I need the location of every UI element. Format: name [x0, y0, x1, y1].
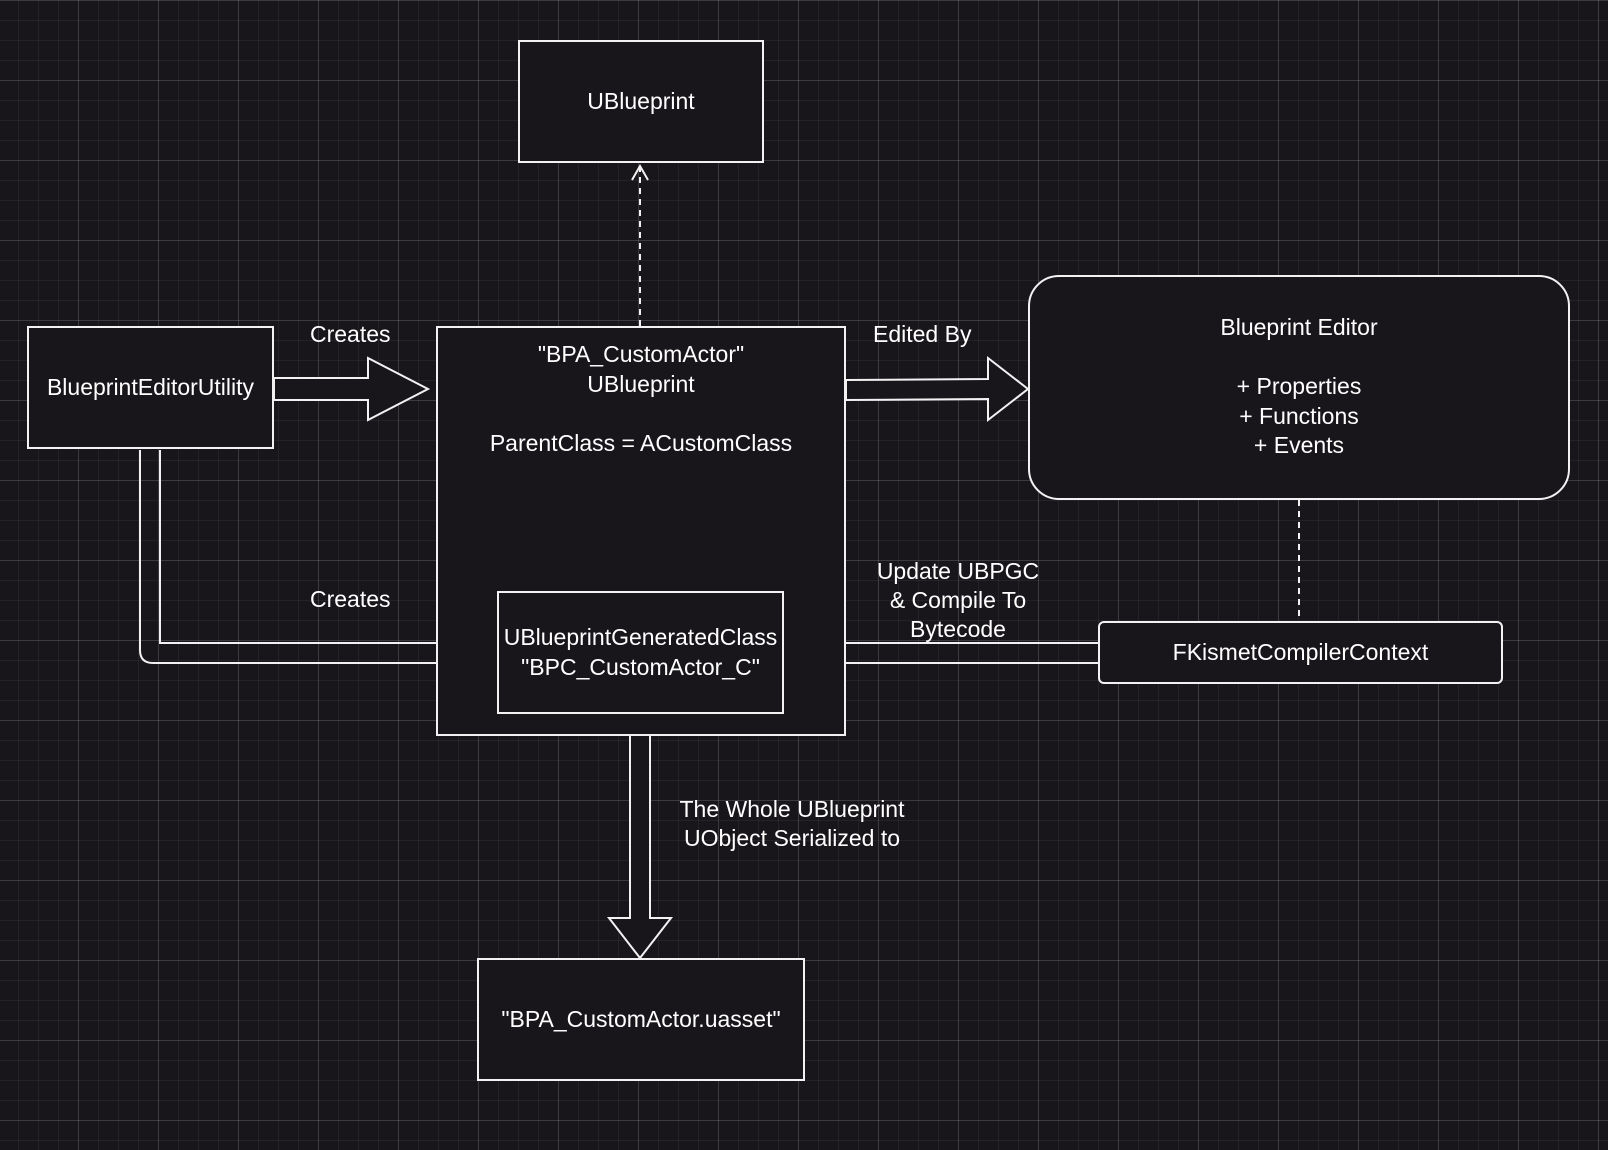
generated-class-line-2: "BPC_CustomActor_C"	[521, 653, 760, 680]
ublueprint-label: UBlueprint	[587, 87, 695, 114]
ublueprint-node[interactable]: UBlueprint	[518, 40, 764, 163]
generated-class-node[interactable]: UBlueprintGeneratedClass "BPC_CustomActo…	[497, 591, 784, 714]
update-compile-line-3: Bytecode	[910, 616, 1006, 642]
blueprint-editor-utility-node[interactable]: BlueprintEditorUtility	[27, 326, 274, 449]
edge-label-creates-blueprint: Creates	[310, 321, 391, 347]
update-compile-line-2: & Compile To	[889, 587, 1027, 613]
serialized-line-1: The Whole UBlueprint	[679, 796, 905, 822]
edge-label-creates-generated-class: Creates	[310, 586, 391, 612]
blueprint-editor-node[interactable]: Blueprint Editor + Properties + Function…	[1028, 275, 1570, 500]
kismet-compiler-context-label: FKismetCompilerContext	[1172, 638, 1429, 665]
blueprint-editor-utility-label: BlueprintEditorUtility	[46, 373, 255, 400]
custom-actor-line-2: UBlueprint	[587, 370, 695, 397]
blueprint-editor-functions: + Functions	[1239, 402, 1359, 429]
edge-label-update-compile: Update UBPGC & Compile To Bytecode	[858, 557, 1058, 644]
dashed-arrowhead-ublueprint	[631, 163, 649, 181]
update-compile-line-1: Update UBPGC	[876, 558, 1040, 584]
generated-class-line-1: UBlueprintGeneratedClass	[503, 624, 778, 650]
uasset-label: "BPA_CustomActor.uasset"	[501, 1005, 781, 1032]
serialized-line-2: UObject Serialized to	[683, 825, 901, 851]
custom-actor-line-1: "BPA_CustomActor"	[537, 341, 745, 367]
blueprint-editor-properties: + Properties	[1236, 373, 1362, 399]
custom-actor-line-4: ParentClass = ACustomClass	[489, 429, 793, 456]
edge-label-edited-by: Edited By	[873, 321, 972, 347]
arrow-edited-by[interactable]	[845, 355, 1030, 423]
blueprint-editor-events: + Events	[1253, 432, 1345, 458]
kismet-compiler-context-node[interactable]: FKismetCompilerContext	[1098, 621, 1503, 684]
edge-label-serialized: The Whole UBlueprint UObject Serialized …	[662, 795, 922, 853]
blueprint-editor-title: Blueprint Editor	[1220, 314, 1378, 340]
uasset-node[interactable]: "BPA_CustomActor.uasset"	[477, 958, 805, 1081]
arrow-creates-blueprint[interactable]	[273, 356, 431, 422]
